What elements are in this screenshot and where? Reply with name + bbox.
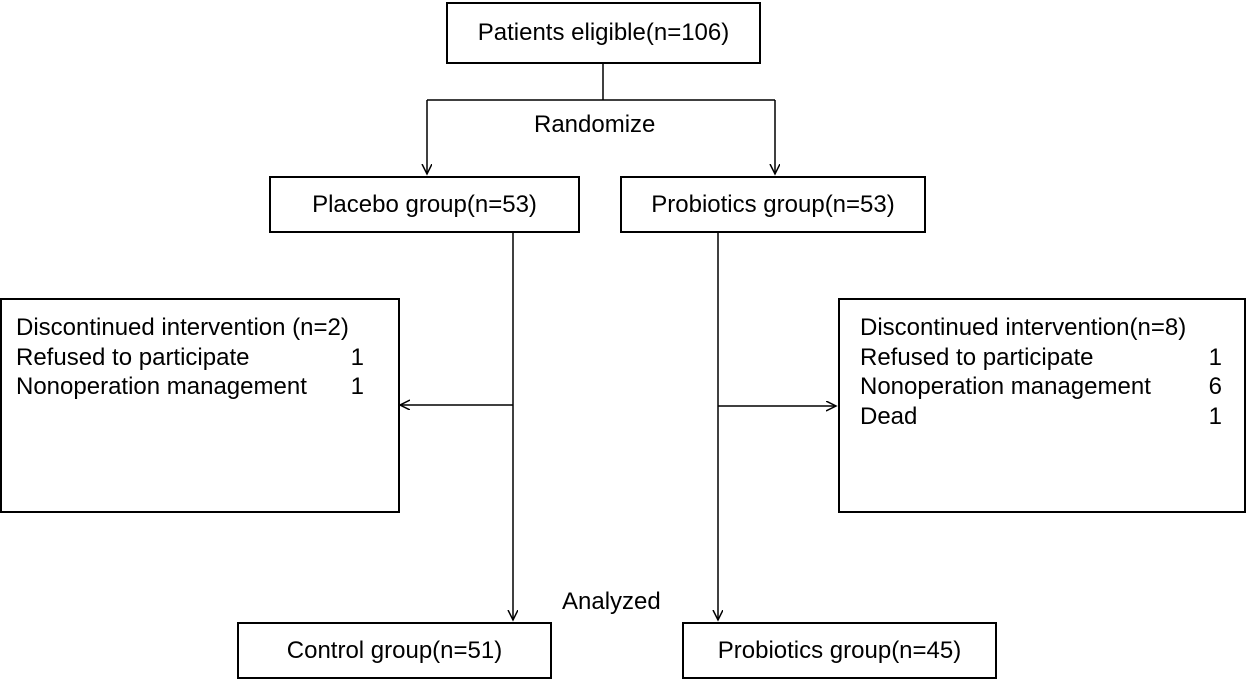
probiotics-box: Probiotics group(n=53) — [620, 176, 926, 233]
left-exclusion-box: Discontinued intervention (n=2) Refused … — [0, 298, 400, 513]
placebo-label: Placebo group(n=53) — [312, 190, 537, 218]
probiotics-label: Probiotics group(n=53) — [651, 190, 895, 218]
control-final-label: Control group(n=51) — [286, 636, 503, 664]
exclusion-reason: Dead — [860, 402, 918, 430]
left-exclusion-title: Discontinued intervention (n=2) — [16, 314, 349, 341]
exclusion-count: 1 — [1208, 343, 1222, 371]
right-exclusion-row: Dead 1 — [860, 402, 1222, 432]
right-exclusion-row: Nonoperation management 6 — [860, 372, 1222, 402]
placebo-box: Placebo group(n=53) — [269, 176, 580, 233]
right-exclusion-box: Discontinued intervention(n=8) Refused t… — [838, 298, 1246, 513]
exclusion-reason: Refused to participate — [860, 343, 1094, 371]
right-exclusion-title: Discontinued intervention(n=8) — [860, 314, 1187, 341]
probiotics-final-box: Probiotics group(n=45) — [682, 622, 997, 679]
randomize-label: Randomize — [534, 111, 656, 138]
exclusion-count: 1 — [350, 373, 364, 400]
probiotics-final-label: Probiotics group(n=45) — [717, 636, 962, 664]
exclusion-reason: Refused to participate — [16, 343, 250, 371]
right-exclusion-row: Refused to participate 1 — [860, 343, 1222, 373]
eligible-box: Patients eligible(n=106) — [446, 2, 761, 64]
control-final-box: Control group(n=51) — [237, 622, 552, 679]
exclusion-reason: Nonoperation management — [860, 373, 1151, 400]
left-exclusion-row: Nonoperation management 1 — [16, 372, 364, 402]
exclusion-reason: Nonoperation management — [16, 373, 307, 400]
left-exclusion-row: Refused to participate 1 — [16, 343, 364, 373]
exclusion-count: 1 — [350, 343, 364, 371]
eligible-label: Patients eligible(n=106) — [477, 19, 730, 46]
analyzed-label: Analyzed — [562, 588, 661, 615]
exclusion-count: 6 — [1208, 373, 1222, 400]
exclusion-count: 1 — [1208, 402, 1222, 430]
